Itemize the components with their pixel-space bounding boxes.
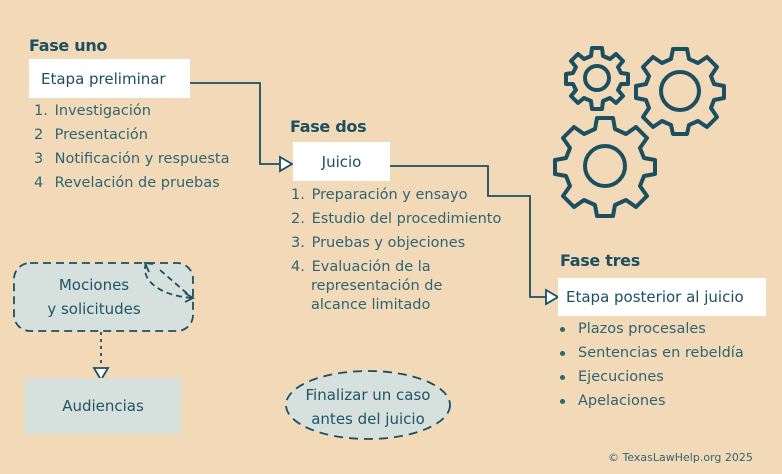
phase1-list: 1. Investigación 2 Presentación 3 Notifi… <box>34 99 229 195</box>
list-item: 2 Presentación <box>34 127 148 143</box>
motions-loop-connector <box>144 262 194 299</box>
stage-label: Etapa preliminar <box>41 69 166 88</box>
list-item: 3 Notificación y respuesta <box>34 151 230 167</box>
motions-label[interactable]: Mociones y solicitudes <box>47 276 141 318</box>
connector-phase1-phase2 <box>190 82 282 165</box>
hearings-shape <box>25 378 181 434</box>
copyright: © TexasLawHelp.org 2025 <box>608 451 753 464</box>
phase-title: Fase uno <box>29 36 108 55</box>
list-item: 3. Pruebas y objeciones <box>291 235 466 251</box>
phase2-list: 1. Preparación y ensayo 2. Estudio del p… <box>291 183 501 315</box>
list-item: Ejecuciones <box>558 365 744 389</box>
stage-box-trial[interactable]: Juicio <box>293 142 390 181</box>
stage-label: Juicio <box>321 152 362 171</box>
arrow-head-icon <box>545 288 560 306</box>
phase3-list: Plazos procesales Sentencias en rebeldía… <box>558 317 744 413</box>
settle-shape <box>285 370 451 440</box>
hearings-label[interactable]: Audiencias <box>62 397 144 415</box>
gears-icon <box>553 46 726 218</box>
stage-box-preliminary[interactable]: Etapa preliminar <box>29 59 190 98</box>
list-item: 4 Revelación de pruebas <box>34 175 220 191</box>
list-item: 1. Investigación <box>34 103 151 119</box>
list-item: Sentencias en rebeldía <box>558 341 744 365</box>
phase-title: Fase dos <box>290 117 367 136</box>
settle-label[interactable]: Finalizar un caso antes del juicio <box>305 386 431 428</box>
connector-phase2-phase3 <box>390 165 546 298</box>
list-item: 2. Estudio del procedimiento <box>291 211 502 227</box>
arrow-head-icon <box>279 155 294 173</box>
list-item: Apelaciones <box>558 389 744 413</box>
phase-title: Fase tres <box>560 251 640 270</box>
arrow-head-icon <box>92 367 110 382</box>
list-item: 1. Preparación y ensayo <box>291 187 468 203</box>
list-item: Plazos procesales <box>558 317 744 341</box>
stage-label: Etapa posterior al juicio <box>566 288 744 306</box>
stage-box-post-trial[interactable]: Etapa posterior al juicio <box>558 278 766 316</box>
